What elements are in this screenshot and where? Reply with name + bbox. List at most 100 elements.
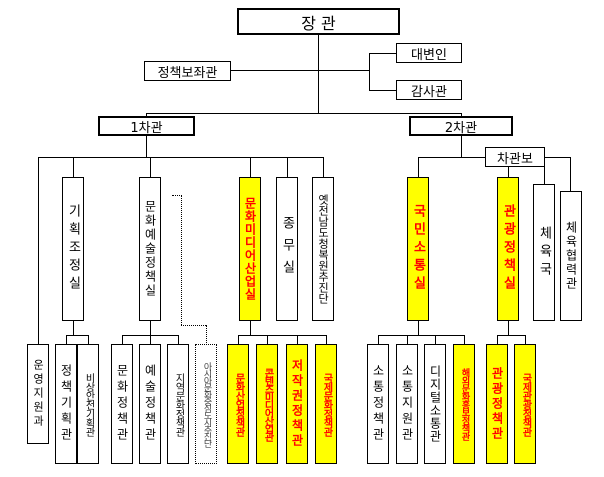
office-sports: 체육국: [533, 184, 555, 321]
bureau-operations-support: 운영지원과: [27, 344, 49, 444]
vice-minister-1-box: 1차관: [98, 116, 195, 136]
bureau-asia-culture-hub: 아시아문화중심도시추진단: [195, 344, 217, 464]
bureau-communication-policy: 소통정책관: [367, 344, 389, 464]
office-media-label: 문화미디어산업실: [243, 197, 257, 301]
connector: [297, 335, 298, 345]
bureau-operations-support-label: 운영지원과: [31, 359, 45, 429]
policy-advisor-box: 정책보좌관: [144, 61, 231, 81]
connector: [369, 53, 397, 54]
connector: [178, 335, 179, 345]
connector: [508, 157, 509, 177]
bureau-policy-planning-label: 정책기획관: [59, 364, 73, 444]
connector: [73, 320, 74, 336]
office-yeonghoenamdo-label: 옛전남도청복원추진단: [316, 194, 330, 304]
bureau-asia-culture-hub-label: 아시아문화중심도시추진단: [201, 362, 212, 446]
bureau-intl-tourism: 국제관광정책관: [514, 344, 536, 464]
office-tourism-label: 관광정책실: [500, 204, 516, 294]
connector: [369, 90, 397, 91]
vice-assistant-box: 차관보: [485, 147, 545, 167]
bureau-communication-policy-label: 소통정책관: [371, 364, 385, 444]
office-tourism: 관광정책실: [497, 177, 519, 321]
bureau-copyright: 저작권정책관: [286, 344, 308, 464]
office-religion-label: 종무실: [279, 216, 295, 282]
bureau-regional-culture: 지역문화정책관: [167, 344, 189, 464]
connector: [150, 157, 151, 177]
connector: [369, 53, 370, 91]
bureau-regional-culture-label: 지역문화정책관: [173, 372, 184, 436]
dotted-connector: [181, 195, 182, 325]
office-culture-arts-label: 문화예술정책실: [143, 200, 157, 298]
bureau-intl-culture-label: 국제문화정책관: [321, 372, 332, 436]
inspector-box: 감사관: [396, 80, 462, 100]
bureau-digital-communication: 디지털소통관: [424, 344, 446, 464]
connector: [461, 113, 462, 117]
connector: [323, 157, 324, 177]
bureau-overseas-culture: 해외문화홍보정책관: [453, 344, 475, 464]
connector: [73, 157, 74, 177]
bureau-arts-policy: 예술정책관: [139, 344, 161, 464]
bureau-policy-planning: 정책기획관: [55, 344, 77, 464]
bureau-culture-policy-label: 문화정책관: [115, 364, 129, 444]
office-planning-label: 기획조정실: [65, 204, 81, 294]
connector: [544, 157, 545, 185]
connector: [146, 135, 147, 158]
spokesperson-box: 대변인: [396, 43, 462, 63]
bureau-intl-tourism-label: 국제관광정책관: [520, 372, 531, 436]
bureau-intl-culture: 국제문화정책관: [315, 344, 337, 464]
office-planning: 기획조정실: [62, 177, 84, 321]
connector: [570, 157, 571, 192]
bureau-content-policy: 콘텐츠미디어산업관: [256, 344, 278, 464]
connector: [461, 135, 462, 158]
office-yeonghoenamdo: 옛전남도청복원추진단: [312, 177, 334, 321]
connector: [88, 335, 89, 345]
connector: [267, 335, 268, 345]
vice-assistant-label: 차관보: [497, 151, 533, 167]
connector: [66, 335, 67, 345]
connector: [230, 70, 319, 71]
connector: [146, 113, 462, 114]
connector: [250, 320, 251, 336]
bureau-culture-industry: 문화산업정책관: [227, 344, 249, 464]
office-media: 문화미디어산업실: [239, 177, 261, 321]
connector: [66, 335, 89, 336]
bureau-tourism-policy-label: 관광정책관: [490, 366, 504, 442]
office-sports-coop-label: 체육협력관: [564, 221, 578, 291]
policy-advisor-label: 정책보좌관: [157, 65, 218, 81]
bureau-arts-policy-label: 예술정책관: [143, 364, 157, 444]
connector: [461, 157, 486, 158]
vice-minister-2-label: 2차관: [444, 120, 478, 136]
minister-label: 장 관: [301, 13, 336, 33]
dotted-connector: [206, 325, 207, 345]
connector: [508, 320, 509, 336]
connector: [238, 335, 327, 336]
bureau-culture-policy: 문화정책관: [111, 344, 133, 464]
bureau-culture-industry-label: 문화산업정책관: [233, 372, 244, 436]
connector: [378, 335, 379, 345]
connector: [38, 157, 39, 345]
connector: [318, 34, 319, 114]
connector: [150, 320, 151, 336]
connector: [122, 335, 123, 345]
office-culture-arts: 문화예술정책실: [139, 177, 161, 321]
bureau-communication-support-label: 소통지원관: [400, 364, 414, 444]
connector: [497, 335, 526, 336]
minister-box: 장 관: [237, 8, 400, 35]
bureau-copyright-label: 저작권정책관: [290, 359, 304, 449]
connector: [418, 157, 419, 177]
bureau-digital-communication-label: 디지털소통관: [428, 365, 442, 443]
dotted-connector: [181, 325, 206, 326]
office-sports-label: 체육국: [536, 225, 552, 280]
connector: [38, 157, 324, 158]
office-religion: 종무실: [276, 177, 298, 321]
connector: [318, 70, 370, 71]
office-sports-coop: 체육협력관: [560, 191, 582, 321]
connector: [150, 335, 151, 345]
office-communication: 국민소통실: [407, 177, 429, 321]
connector: [326, 335, 327, 345]
spokesperson-label: 대변인: [411, 47, 447, 63]
connector: [378, 335, 465, 336]
bureau-emergency-safety-label: 비상안전기획관: [83, 372, 94, 436]
bureau-tourism-policy: 관광정책관: [486, 344, 508, 464]
bureau-overseas-culture-label: 해외문화홍보정책관: [459, 368, 470, 440]
